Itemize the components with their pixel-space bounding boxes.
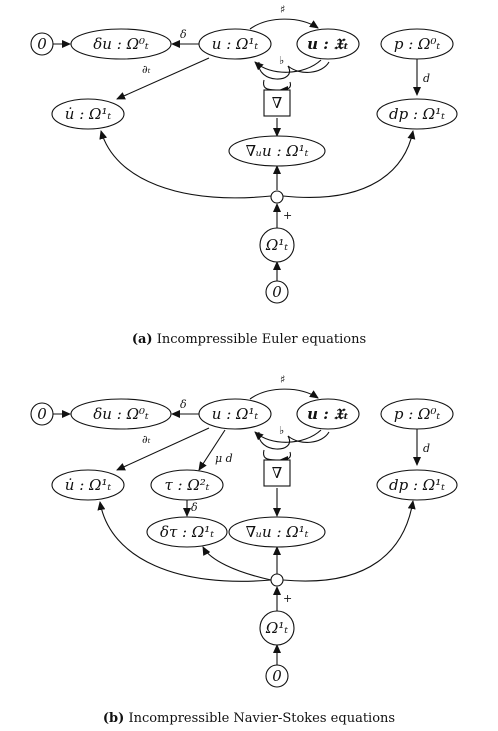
label-b-flat: ♭ [279, 424, 284, 437]
label-a-flat: ♭ [279, 54, 284, 67]
node-a-omega [259, 227, 295, 263]
node-a-p-label: p : Ω⁰ₜ [394, 35, 441, 53]
edge-a-u-to-nabla-left [258, 61, 291, 80]
node-a-nablauu-label: ∇ᵤu : Ω¹ₜ [246, 142, 309, 160]
label-b-d: d [423, 442, 430, 455]
label-b-mud: μ d [215, 452, 233, 465]
edge-b-u-to-nabla-left [258, 431, 291, 450]
node-a-du [70, 28, 172, 60]
edge-b-hub-to-dtau [202, 546, 272, 581]
node-a-zero-bottom [265, 280, 289, 304]
node-a-zero-left-label: 0 [37, 35, 47, 53]
node-b-ubold-label: u : 𝔛ₜ [307, 405, 349, 423]
node-a-u [198, 28, 272, 60]
node-b-tau-label: τ : Ω²ₜ [164, 476, 209, 494]
node-b-nabla-label: ∇ [272, 464, 282, 482]
node-b-du-label: δu : Ω⁰ₜ [93, 405, 149, 423]
edge-b-ubold-to-nabla-right [287, 431, 330, 443]
node-b-udot [51, 469, 125, 501]
node-a-dp [376, 98, 458, 130]
node-b-zero-left [30, 402, 54, 426]
node-b-ubold [296, 398, 360, 430]
edge-b-sharp [249, 388, 319, 400]
edge-b-hub-to-udot [97, 501, 272, 582]
node-b-u-label: u : Ω¹ₜ [212, 405, 259, 423]
node-b-nablauu [228, 516, 326, 548]
node-a-ubold-label: u : 𝔛ₜ [307, 35, 349, 53]
edge-a-dt [116, 57, 210, 100]
node-b-tau [150, 469, 224, 501]
node-a-zero-left [30, 32, 54, 56]
edge-b-loop-left [262, 449, 277, 461]
node-a-zero-bottom-label: 0 [272, 283, 282, 301]
node-b-zero-bottom [265, 664, 289, 688]
edge-b-loop-right [279, 451, 292, 464]
label-a-plus: + [283, 209, 292, 222]
label-a-sharp: ♯ [280, 3, 285, 16]
node-b-u [198, 398, 272, 430]
node-b-dtau-label: δτ : Ω¹ₜ [160, 523, 214, 541]
edge-a-ubold-to-nabla-right [287, 61, 330, 73]
node-a-udot [51, 98, 125, 130]
edge-a-hub-to-udot [99, 130, 272, 199]
label-b-sharp: ♯ [280, 373, 285, 386]
edge-a-hub-to-dp [282, 130, 416, 198]
node-a-p [380, 28, 454, 60]
panel-b: 0 δu : Ω⁰ₜ u : Ω¹ₜ u : 𝔛ₜ p : Ω⁰ₜ u̇ : Ω… [30, 373, 458, 726]
label-a-delta: δ [180, 28, 187, 41]
edge-a-sharp [249, 18, 319, 30]
node-a-nabla-label: ∇ [272, 94, 282, 112]
node-b-hub [270, 573, 284, 587]
caption-a: (a) Incompressible Euler equations [132, 332, 366, 347]
node-b-zero-left-label: 0 [37, 405, 47, 423]
label-a-dt: ∂ₜ [142, 63, 151, 76]
node-a-du-label: δu : Ω⁰ₜ [93, 35, 149, 53]
caption-b: (b) Incompressible Navier-Stokes equatio… [103, 711, 395, 726]
node-b-du [70, 398, 172, 430]
node-a-nablauu [228, 135, 326, 167]
node-a-nabla [263, 89, 291, 117]
node-a-u-label: u : Ω¹ₜ [212, 35, 259, 53]
label-b-delta: δ [180, 398, 187, 411]
node-b-zero-bottom-label: 0 [272, 667, 282, 685]
node-a-hub [270, 190, 284, 204]
label-b-dt: ∂ₜ [142, 433, 151, 446]
node-b-p [380, 398, 454, 430]
node-b-nablauu-label: ∇ᵤu : Ω¹ₜ [246, 523, 309, 541]
node-a-udot-label: u̇ : Ω¹ₜ [65, 105, 112, 123]
node-b-dtau [146, 516, 228, 548]
edge-a-flat [254, 59, 322, 73]
edge-a-loop-right [279, 81, 292, 94]
edge-b-mud [198, 429, 226, 471]
label-b-delta2: δ [191, 501, 198, 514]
label-b-plus: + [283, 592, 292, 605]
label-a-d: d [423, 72, 430, 85]
node-b-udot-label: u̇ : Ω¹ₜ [65, 476, 112, 494]
node-a-ubold [296, 28, 360, 60]
node-b-dp-label: dp : Ω¹ₜ [389, 476, 445, 494]
node-a-dp-label: dp : Ω¹ₜ [389, 105, 445, 123]
edge-b-hub-to-dp [282, 500, 416, 582]
edge-b-flat [254, 429, 322, 443]
node-b-nabla [263, 459, 291, 487]
node-b-p-label: p : Ω⁰ₜ [394, 405, 441, 423]
node-b-omega-label: Ω¹ₜ [265, 619, 288, 637]
edge-b-dt [116, 427, 210, 471]
edge-a-loop-left [262, 79, 277, 91]
node-b-omega [259, 610, 295, 646]
panel-a: 0 δu : Ω⁰ₜ u : Ω¹ₜ u : 𝔛ₜ p : Ω⁰ₜ u̇ : Ω… [30, 3, 458, 347]
node-b-dp [376, 469, 458, 501]
node-a-omega-label: Ω¹ₜ [265, 236, 288, 254]
